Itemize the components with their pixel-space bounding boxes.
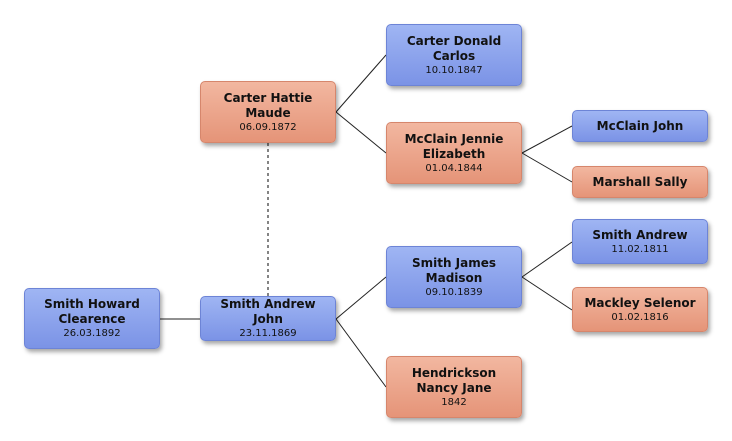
connector-andrew-john-nancy	[335, 318, 387, 388]
person-name: Carter Donald Carlos	[406, 33, 502, 63]
person-date: 10.10.1847	[425, 64, 483, 76]
connector-james-selenor	[521, 276, 573, 311]
person-name: McClain John	[596, 118, 684, 133]
connector-jennie-sally	[521, 152, 573, 183]
person-node-donald[interactable]: Carter Donald Carlos 10.10.1847	[386, 24, 522, 86]
person-node-hattie[interactable]: Carter Hattie Maude 06.09.1872	[200, 81, 336, 143]
person-name: Marshall Sally	[592, 174, 688, 189]
person-node-jennie[interactable]: McClain Jennie Elizabeth 01.04.1844	[386, 122, 522, 184]
person-name: Smith Andrew	[592, 227, 688, 242]
person-node-andrew[interactable]: Smith Andrew 11.02.1811	[572, 219, 708, 264]
connector-andrew-john-james	[335, 276, 387, 320]
person-date: 06.09.1872	[239, 121, 297, 133]
connector-james-andrew	[521, 241, 573, 278]
person-date: 23.11.1869	[239, 328, 297, 339]
person-name: McClain Jennie Elizabeth	[404, 131, 504, 161]
connector-jennie-mcclain	[521, 125, 573, 154]
person-date: 01.04.1844	[425, 162, 483, 174]
person-name: Smith Howard Clearence	[44, 297, 140, 326]
person-date: 01.02.1816	[611, 311, 669, 323]
person-node-howard[interactable]: Smith Howard Clearence 26.03.1892	[24, 288, 160, 349]
connector-hattie-donald	[335, 54, 387, 113]
person-node-andrew-john[interactable]: Smith Andrew John 23.11.1869	[200, 296, 336, 341]
person-name: Smith Andrew John	[220, 297, 316, 326]
person-node-sally[interactable]: Marshall Sally	[572, 166, 708, 198]
person-date: 1842	[441, 396, 467, 408]
person-name: Carter Hattie Maude	[223, 90, 313, 120]
person-node-mcclain-john[interactable]: McClain John	[572, 110, 708, 142]
person-date: 09.10.1839	[425, 286, 483, 298]
person-name: Mackley Selenor	[584, 295, 696, 310]
connector-hattie-jennie	[335, 111, 387, 154]
person-date: 11.02.1811	[611, 243, 669, 255]
person-node-selenor[interactable]: Mackley Selenor 01.02.1816	[572, 287, 708, 332]
person-date: 26.03.1892	[63, 328, 121, 339]
person-node-nancy[interactable]: Hendrickson Nancy Jane 1842	[386, 356, 522, 418]
person-node-james[interactable]: Smith James Madison 09.10.1839	[386, 246, 522, 308]
person-name: Hendrickson Nancy Jane	[411, 365, 497, 395]
person-name: Smith James Madison	[411, 255, 497, 285]
